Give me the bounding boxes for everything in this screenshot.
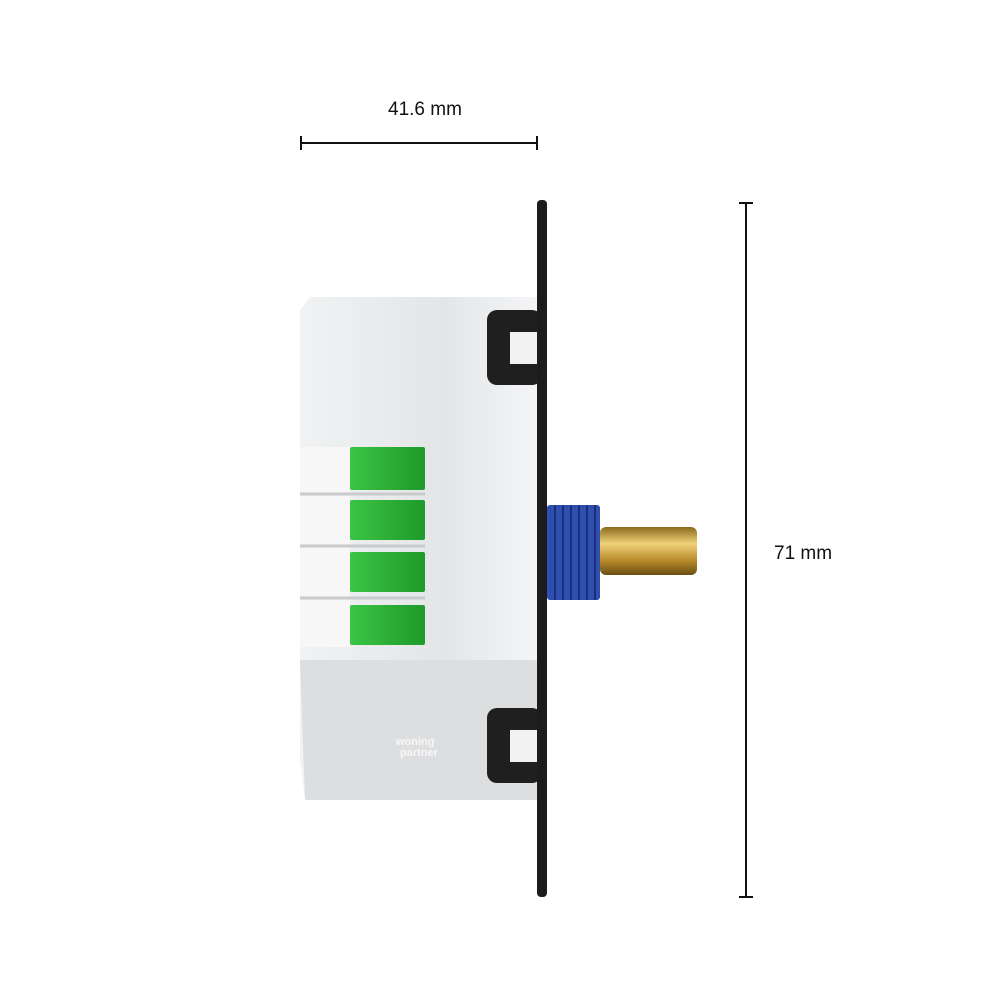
top-mounting-clip	[487, 310, 542, 385]
terminal-slot	[350, 500, 425, 540]
terminal-slot	[350, 552, 425, 592]
depth-dimension-line	[300, 136, 538, 150]
bottom-mounting-clip	[487, 708, 542, 783]
brass-shaft	[600, 527, 697, 575]
terminal-slot	[350, 447, 425, 490]
front-plate	[537, 200, 547, 897]
terminal-slot	[350, 605, 425, 645]
svg-text:woning: woning	[395, 736, 435, 748]
terminal-slots	[300, 447, 425, 645]
woning-partner-logo: woning partner	[395, 736, 439, 759]
svg-text:partner: partner	[400, 747, 439, 759]
blue-knob-adapter	[547, 505, 600, 600]
depth-dimension-label: 41.6 mm	[388, 99, 462, 120]
height-dimension-line	[739, 202, 753, 898]
height-dimension-label: 71 mm	[774, 543, 833, 564]
switch-housing	[300, 297, 537, 800]
